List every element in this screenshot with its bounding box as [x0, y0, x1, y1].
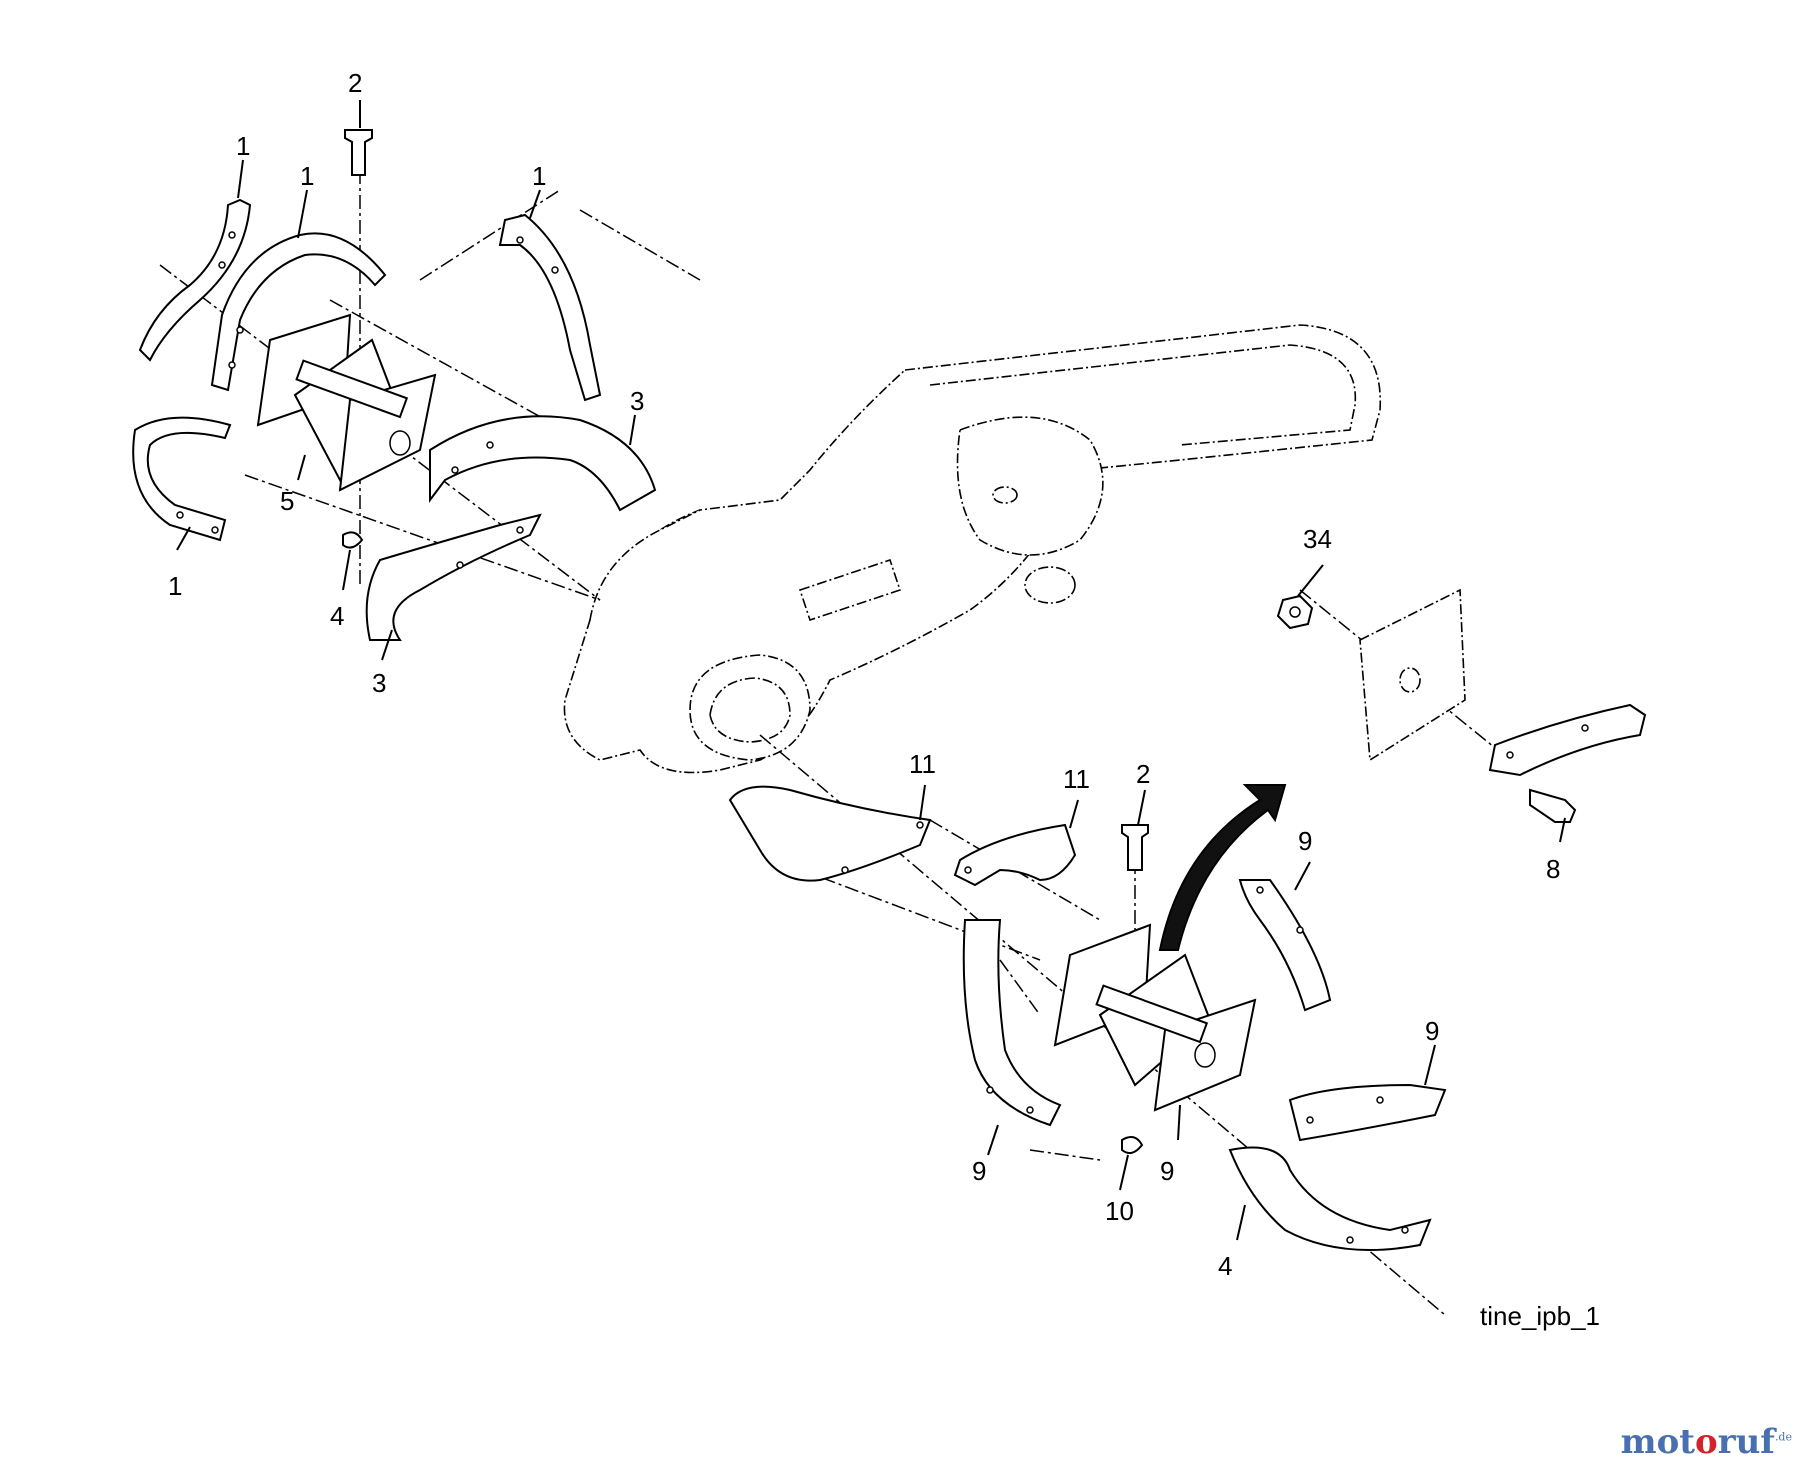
callout-9-a: 9 [1298, 826, 1312, 856]
hairpin-clip-top [342, 531, 364, 549]
leader-lines [176, 100, 1566, 1241]
callout-1-d: 1 [168, 571, 182, 601]
tine-3a [429, 415, 657, 512]
callout-5: 5 [280, 486, 294, 516]
callout-9-c: 9 [972, 1156, 986, 1186]
tine-tip-right [1488, 703, 1647, 777]
callout-2-bottom: 2 [1136, 759, 1150, 789]
tine-1c [498, 213, 602, 402]
tine-9d [1228, 1146, 1432, 1251]
callout-10: 9 [1160, 1156, 1174, 1186]
callout-9-d: 4 [1218, 1251, 1232, 1281]
callout-11-a: 11 [909, 749, 936, 779]
watermark-part2: o [1694, 1422, 1718, 1462]
callout-8: 8 [1546, 854, 1560, 884]
left-shaft [295, 359, 409, 419]
right-tine-assembly [728, 784, 1447, 1251]
rotation-arrow-icon [1158, 784, 1287, 951]
tine-3b [365, 513, 542, 641]
callout-34: 34 [1303, 524, 1332, 554]
motoruf-watermark-logo: motoruf.de [1621, 1422, 1792, 1462]
hairpin-clip-bottom [1121, 1135, 1144, 1155]
hex-bolt-icon [1529, 788, 1577, 823]
diagram-caption: tine_ipb_1 [1480, 1301, 1600, 1331]
tine-11b [953, 823, 1077, 887]
tine-1d [132, 416, 232, 542]
tine-9c [1288, 1083, 1447, 1142]
callout-4-a: 4 [330, 601, 344, 631]
transmission-housing [563, 324, 1382, 774]
callout-1-b: 1 [300, 161, 314, 191]
right-hub-assembly [1276, 588, 1647, 823]
tine-9a [962, 919, 1062, 1127]
tine-1a [138, 198, 252, 362]
callout-3-a: 3 [630, 386, 644, 416]
clevis-pin-bottom [1121, 824, 1149, 871]
callout-2-top: 2 [348, 68, 362, 98]
callout-1-c: 1 [532, 161, 546, 191]
callout-3-b: 3 [372, 668, 386, 698]
callout-11-b: 11 [1063, 764, 1090, 794]
callout-9-b: 9 [1425, 1016, 1439, 1046]
clevis-pin-top [344, 129, 373, 176]
callout-4-b: 10 [1105, 1196, 1134, 1226]
left-tine-assembly [132, 129, 657, 641]
tine-11a [728, 785, 932, 882]
watermark-tld: .de [1774, 1430, 1792, 1444]
right-shaft [1095, 984, 1209, 1044]
callouts: 2 1 1 1 1 3 3 5 4 34 8 11 11 2 9 9 9 9 1… [168, 68, 1560, 1281]
watermark-part1: mot [1620, 1422, 1695, 1462]
callout-1-a: 1 [236, 131, 250, 161]
watermark-part3: ruf [1717, 1422, 1775, 1462]
tine-1b [210, 232, 387, 392]
tine-9b [1238, 879, 1332, 1012]
